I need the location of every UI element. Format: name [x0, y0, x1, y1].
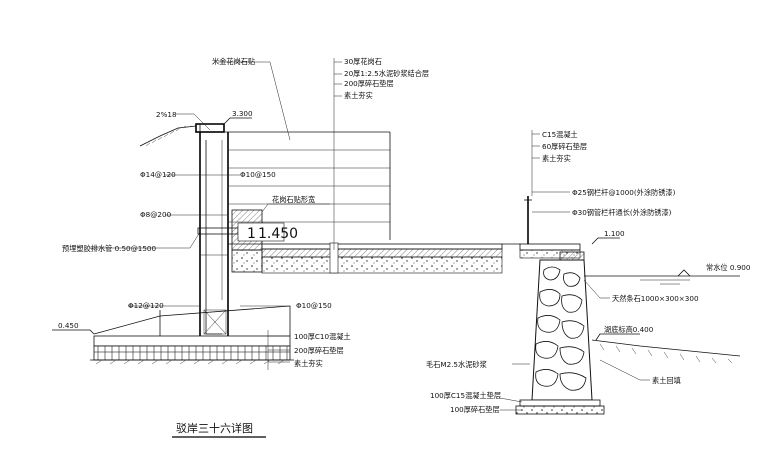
rebar-outline: [205, 140, 222, 335]
scale-box: [237, 222, 285, 242]
cap-line: [199, 123, 224, 132]
right-leaders: [499, 130, 650, 411]
retaining-wall: [199, 132, 229, 341]
water-level: 常水位 0.900: [706, 263, 751, 272]
gravel-layer: [261, 256, 503, 274]
railing-label-1: Φ25钢栏杆@1000(外涂防锈漆): [572, 188, 676, 197]
foundation-top: [93, 305, 291, 336]
walk-level: 1.100: [604, 229, 625, 238]
foundation-concrete: [519, 399, 601, 407]
right-layer-3: 素土夯实: [542, 154, 571, 163]
pipe-label: 预埋塑胶排水管 0.50@1500: [62, 244, 157, 253]
drawing-title: 驳岸三十六详图: [176, 421, 253, 435]
level-marker-bottom: [52, 329, 95, 335]
cap-stone-label: 天然条石1000×300×300: [612, 294, 699, 303]
foundation-label-2: 100厚碎石垫层: [450, 405, 500, 414]
base-layer-2: 200厚碎石垫层: [294, 346, 344, 355]
bed-level: 湖底标高0.400: [604, 325, 654, 334]
walk-level-mark: [591, 237, 620, 245]
left-section: 1 1.450 3.300 0.450: [52, 57, 503, 370]
rebar-label-3: Φ8@200: [140, 210, 172, 219]
right-layer-2: 60厚碎石垫层: [542, 142, 587, 151]
right-layer-1: C15混凝土: [542, 130, 578, 139]
right-section: 1.100 C15混凝土 60厚碎石垫层 素土夯实 Φ25钢栏杆@1000(外涂…: [426, 130, 751, 415]
pave-layer-3: 200厚碎石垫层: [344, 79, 394, 88]
walk-slab: [519, 243, 581, 251]
mortar-label: 毛石M2.5水泥砂浆: [426, 360, 487, 369]
edge-footing: [231, 249, 263, 273]
bed-level-mark: [595, 333, 640, 341]
rebar-label-4: Φ12@120: [128, 301, 164, 310]
rebar-ties: [200, 174, 228, 335]
pave-layer-1: 30厚花岗石: [344, 57, 382, 66]
top-label: 米金花岗石贴: [212, 57, 255, 66]
leaders: [90, 58, 342, 370]
gravel-base: [93, 345, 291, 361]
paving-level: 1.450: [258, 226, 298, 242]
rebar-label-5: Φ10@150: [296, 301, 332, 310]
foundation-label-1: 100厚C15混凝土垫层: [430, 391, 501, 400]
base-layer-3: 素土夯实: [294, 359, 323, 368]
water-surface: [584, 269, 740, 285]
rubble-stones: [535, 266, 587, 391]
concrete-base: [93, 335, 291, 347]
embankment-soil: [139, 125, 197, 147]
slope-label: 2%18: [156, 110, 177, 119]
pave-layer-4: 素土夯实: [344, 91, 373, 100]
railing-label-2: Φ30钢管栏杆通长(外涂防锈漆): [572, 208, 672, 217]
rebar-label-1: Φ14@120: [140, 170, 176, 179]
level-bottom: 0.450: [58, 321, 79, 330]
mortar-layer: [261, 248, 503, 258]
level-marker-top: [223, 117, 252, 125]
rebar-label-2: Φ10@150: [240, 170, 276, 179]
fill-label: 素土回填: [652, 376, 681, 385]
foundation-gravel: [515, 405, 605, 415]
ground-soil: [90, 359, 294, 365]
level-top: 3.300: [232, 109, 253, 118]
pave-layer-2: 20厚1:2.5水泥砂浆结合层: [344, 69, 429, 78]
paving-label: 花岗石贴形宽: [272, 195, 315, 204]
paving-stone: [261, 243, 503, 250]
base-layer-1: 100厚C10混凝土: [294, 332, 351, 341]
lake-bed: [591, 339, 741, 364]
scale-box-value: 1: [247, 226, 256, 242]
